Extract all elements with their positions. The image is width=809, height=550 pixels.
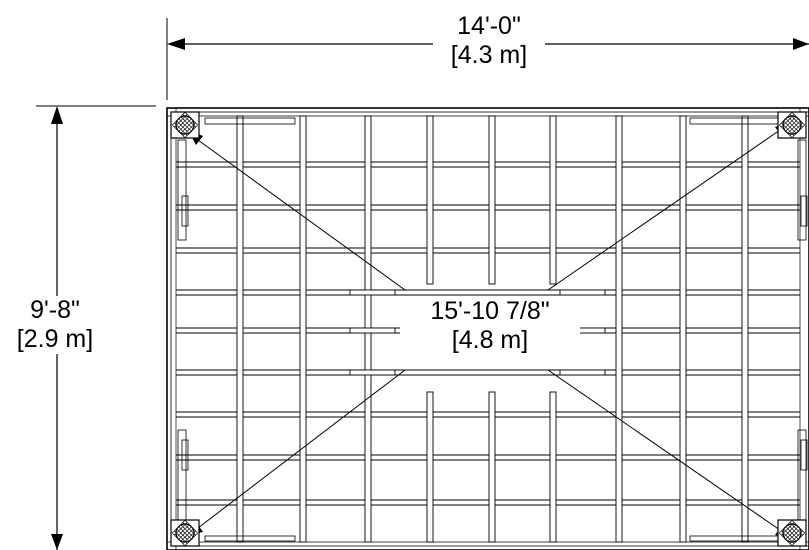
casting-hatch: [184, 124, 198, 138]
diagonal-metric: [4.8 m]: [451, 326, 529, 354]
platform-frame: [166, 107, 809, 550]
casting-hatch: [172, 124, 186, 138]
beam: [615, 115, 623, 543]
longitudinal-beams: [236, 115, 749, 543]
casting-ring: [175, 523, 195, 543]
beam-segment: [549, 391, 557, 543]
beam: [741, 115, 749, 543]
beam-segment: [488, 115, 496, 285]
casting-hatch: [779, 124, 793, 138]
casting-hatch: [791, 532, 805, 546]
casting-hatch: [789, 122, 803, 136]
beam: [236, 115, 244, 543]
beam-segment: [549, 115, 557, 285]
corner-casting-bottom-left: [170, 519, 200, 547]
casting-ring: [782, 523, 802, 543]
height-arrow-top: [51, 106, 63, 124]
width-imperial: 14'-0": [457, 12, 521, 40]
height-dimension-label: 9'-8" [2.9 m]: [0, 296, 110, 354]
beam: [299, 115, 307, 543]
casting-hatch: [779, 532, 793, 546]
height-metric: [2.9 m]: [16, 325, 94, 353]
height-imperial: 9'-8": [30, 296, 80, 324]
casting-ring: [782, 115, 802, 135]
diagonal-imperial: 15'-10 7/8": [430, 297, 550, 325]
casting-hatch: [182, 122, 196, 136]
width-metric: [4.3 m]: [450, 41, 528, 69]
center-stub: [559, 369, 606, 376]
beam-segment: [426, 391, 434, 543]
center-stub: [349, 369, 396, 376]
casting-hatch: [172, 532, 186, 546]
casting-hatch: [791, 124, 805, 138]
width-arrow-right: [793, 38, 809, 50]
beam-segment: [488, 391, 496, 543]
corner-casting-top-left: [170, 111, 200, 139]
width-arrow-left: [167, 38, 185, 50]
casting-hatch: [184, 532, 198, 546]
beam: [679, 115, 687, 543]
cross-members: [176, 161, 800, 506]
casting-ring: [175, 115, 195, 135]
casting-hatch: [182, 530, 196, 544]
width-dimension-label: 14'-0" [4.3 m]: [433, 12, 545, 70]
beam-segment: [426, 115, 434, 285]
corner-casting-top-right: [777, 111, 807, 139]
diagonal-lines: [197, 129, 781, 531]
center-stub: [349, 289, 396, 296]
center-stub: [349, 327, 396, 334]
diagonal-dimension-label: 15'-10 7/8" [4.8 m]: [400, 297, 580, 355]
height-arrow-bottom: [51, 534, 63, 550]
center-stub: [559, 289, 606, 296]
corner-casting-bottom-right: [777, 519, 807, 547]
casting-hatch: [789, 530, 803, 544]
